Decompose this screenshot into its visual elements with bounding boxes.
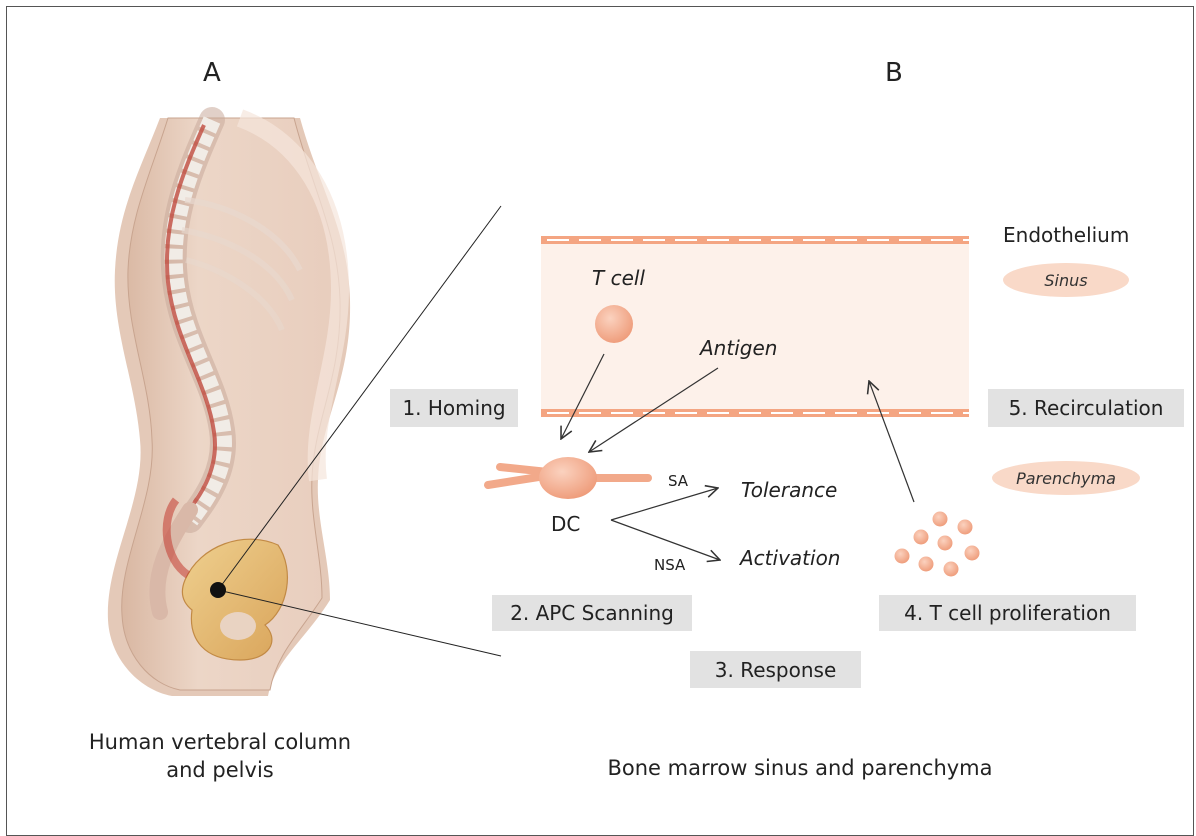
panel-b-caption: Bone marrow sinus and parenchyma	[560, 754, 1040, 782]
t-cell-icon	[595, 305, 633, 343]
nsa-label: NSA	[654, 556, 685, 574]
step-homing: 1. Homing	[390, 389, 518, 427]
step-proliferation: 4. T cell proliferation	[879, 595, 1136, 631]
tolerance-label: Tolerance	[741, 478, 837, 502]
human-body-illustration	[108, 118, 350, 696]
endothelium-label: Endothelium	[1003, 223, 1129, 247]
dendritic-cell-icon	[488, 457, 648, 499]
step-response: 3. Response	[690, 651, 861, 688]
panel-a-caption-line1: Human vertebral column	[50, 728, 390, 756]
dc-label: DC	[551, 512, 580, 536]
sinus-label: Sinus	[1003, 268, 1129, 292]
activation-arrow	[611, 520, 720, 560]
parenchyma-label: Parenchyma	[992, 466, 1140, 490]
proliferating-t-cells	[895, 512, 980, 577]
antigen-label: Antigen	[700, 336, 777, 360]
panel-a-caption: Human vertebral column and pelvis	[50, 728, 390, 785]
endothelium-top	[541, 236, 969, 244]
tolerance-arrow	[611, 488, 718, 520]
activation-label: Activation	[740, 546, 840, 570]
bone-marrow-marker	[210, 582, 226, 598]
step-apc-scanning: 2. APC Scanning	[492, 595, 692, 631]
step-recirculation: 5. Recirculation	[988, 389, 1184, 427]
sa-label: SA	[668, 472, 688, 490]
panel-a-caption-line2: and pelvis	[50, 756, 390, 784]
endothelium-bottom	[541, 409, 969, 417]
t-cell-label: T cell	[592, 266, 645, 290]
